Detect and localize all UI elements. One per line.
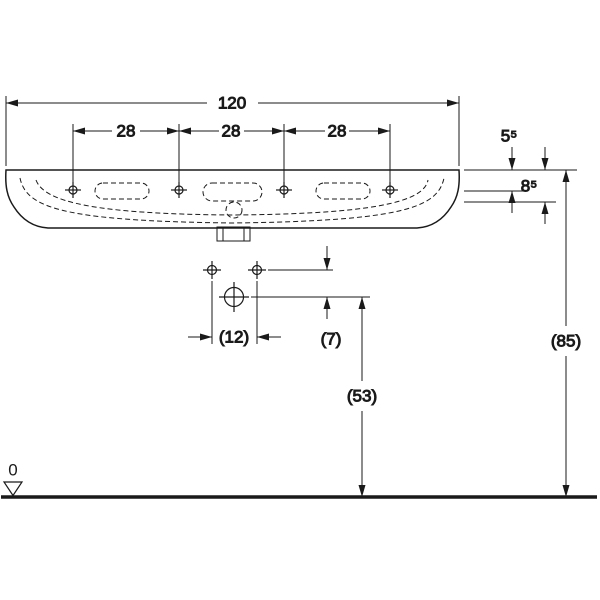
fixing-hole-right bbox=[248, 261, 266, 279]
tap-hole-1 bbox=[65, 182, 81, 198]
dim-edge-heights: 5⁵ 8⁵ bbox=[464, 126, 577, 224]
basin-bowl-contour-inner bbox=[35, 179, 429, 216]
fixing-hole-left bbox=[203, 261, 221, 279]
tap-hole-4 bbox=[382, 182, 398, 198]
drain-outlet-body bbox=[216, 226, 251, 242]
dim-front-edge-height-label: 5⁵ bbox=[501, 127, 518, 146]
dim-overall-width-label: 120 bbox=[218, 94, 246, 113]
dim-total-edge-height-label: 8⁵ bbox=[521, 177, 538, 196]
basin-deck-contour-right bbox=[315, 182, 371, 200]
dim-fixing-to-drain-offset: (7) bbox=[251, 246, 370, 349]
dim-fixing-hole-spacing-label: (12) bbox=[219, 328, 249, 347]
tap-hole-2 bbox=[171, 182, 187, 198]
basin-deck-contour-left bbox=[94, 182, 150, 200]
dim-rim-height-label: (85) bbox=[551, 332, 581, 351]
dim-tap-spacing-label-3: 28 bbox=[328, 122, 347, 141]
drain-outlet bbox=[216, 226, 251, 242]
datum-label: 0 bbox=[8, 461, 17, 480]
dim-drain-height: (53) bbox=[346, 297, 378, 497]
mounting-features: (12) (7) bbox=[188, 246, 370, 349]
basin-deck-contour-center bbox=[202, 182, 263, 202]
washbasin-body bbox=[5, 169, 460, 242]
dim-overall-width: 120 bbox=[5, 93, 460, 166]
basin-outline bbox=[5, 169, 460, 229]
basin-bowl-contour-outer bbox=[19, 177, 445, 224]
dim-tap-spacing-label-1: 28 bbox=[117, 122, 136, 141]
dim-tap-spacings: 28 28 28 bbox=[72, 121, 391, 186]
datum-triangle-icon bbox=[2, 481, 24, 497]
dim-rim-height: (85) bbox=[550, 170, 582, 497]
dim-drain-height-label: (53) bbox=[347, 387, 377, 406]
floor-datum: 0 bbox=[1, 461, 597, 499]
drain-hole bbox=[219, 282, 249, 312]
dim-fixing-hole-spacing: (12) bbox=[188, 281, 281, 347]
dim-fixing-to-drain-offset-label: (7) bbox=[321, 330, 342, 349]
basin-drain-contour bbox=[225, 201, 243, 219]
tap-hole-3 bbox=[276, 182, 292, 198]
dim-tap-spacing-label-2: 28 bbox=[222, 122, 241, 141]
